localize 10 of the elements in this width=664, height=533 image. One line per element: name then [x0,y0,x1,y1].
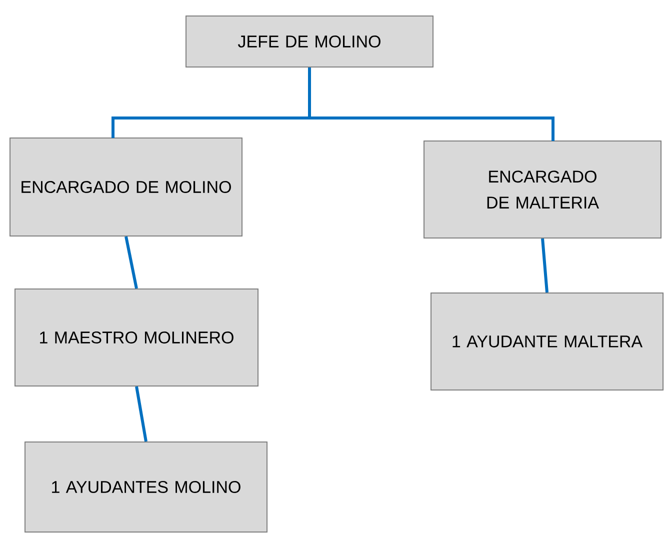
connector-line [124,236,138,289]
org-box: 1 MAESTRO MOLINERO [14,288,258,386]
connector-line [135,386,148,442]
org-box: 1 AYUDANTES MOLINO [24,442,268,532]
connector-line [541,238,548,293]
org-box: ENCARGADO DE MALTERIA [424,140,662,238]
org-box: JEFE DE MOLINO [186,16,434,68]
connector-line [308,68,554,141]
org-box: 1 AYUDANTE MALTERA [430,292,664,390]
org-box: ENCARGADO DE MOLINO [10,138,242,236]
